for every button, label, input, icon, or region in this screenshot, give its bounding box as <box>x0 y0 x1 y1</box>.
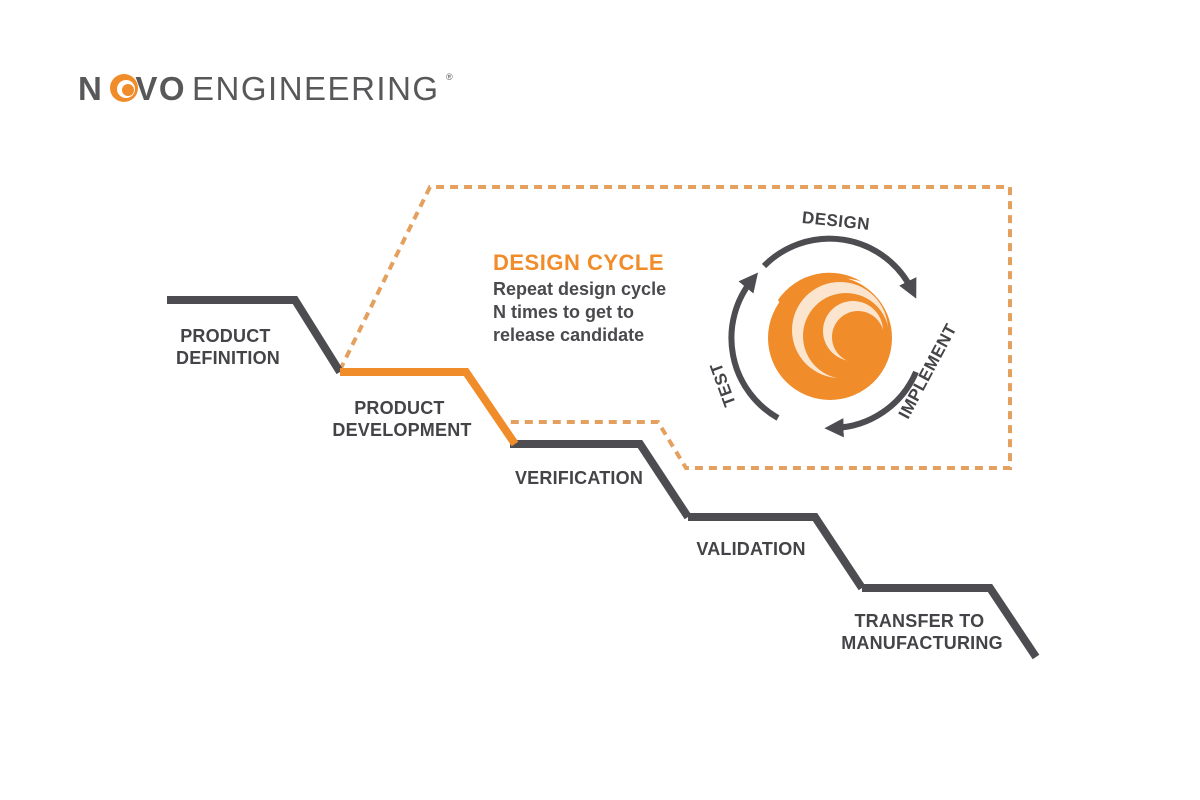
arrow-implement-to-test <box>824 370 919 438</box>
label-product-development: PRODUCT DEVELOPMENT <box>332 398 471 440</box>
label-verification: VERIFICATION <box>515 468 643 488</box>
logo-swirl-icon <box>110 74 138 102</box>
step-transfer-to-manufacturing <box>862 584 1040 660</box>
step-product-definition <box>167 296 344 375</box>
logo-letter-n: N <box>78 70 103 107</box>
step-verification <box>510 440 692 520</box>
design-cycle-swirl-icon <box>768 272 892 400</box>
design-cycle-dashed-outline <box>338 185 1012 470</box>
label-validation: VALIDATION <box>696 539 805 559</box>
label-product-definition: PRODUCT DEFINITION <box>176 326 280 368</box>
design-cycle-description: Repeat design cycle N times to get to re… <box>493 279 671 345</box>
design-cycle-arrows <box>728 235 919 438</box>
design-cycle-title: DESIGN CYCLE <box>493 250 664 275</box>
label-transfer-to-manufacturing: TRANSFER TO MANUFACTURING <box>841 611 1003 653</box>
logo-word-vo: VO <box>135 70 186 107</box>
phase-label-implement: IMPLEMENT <box>895 320 961 421</box>
arrow-test-to-design <box>728 272 780 421</box>
phase-label-design: DESIGN <box>801 208 871 234</box>
logo-word-engineering: ENGINEERING <box>192 70 440 107</box>
arrow-design-to-implement <box>761 235 917 299</box>
step-product-development <box>340 368 519 447</box>
step-validation <box>688 513 866 591</box>
registered-mark: ® <box>446 72 453 82</box>
